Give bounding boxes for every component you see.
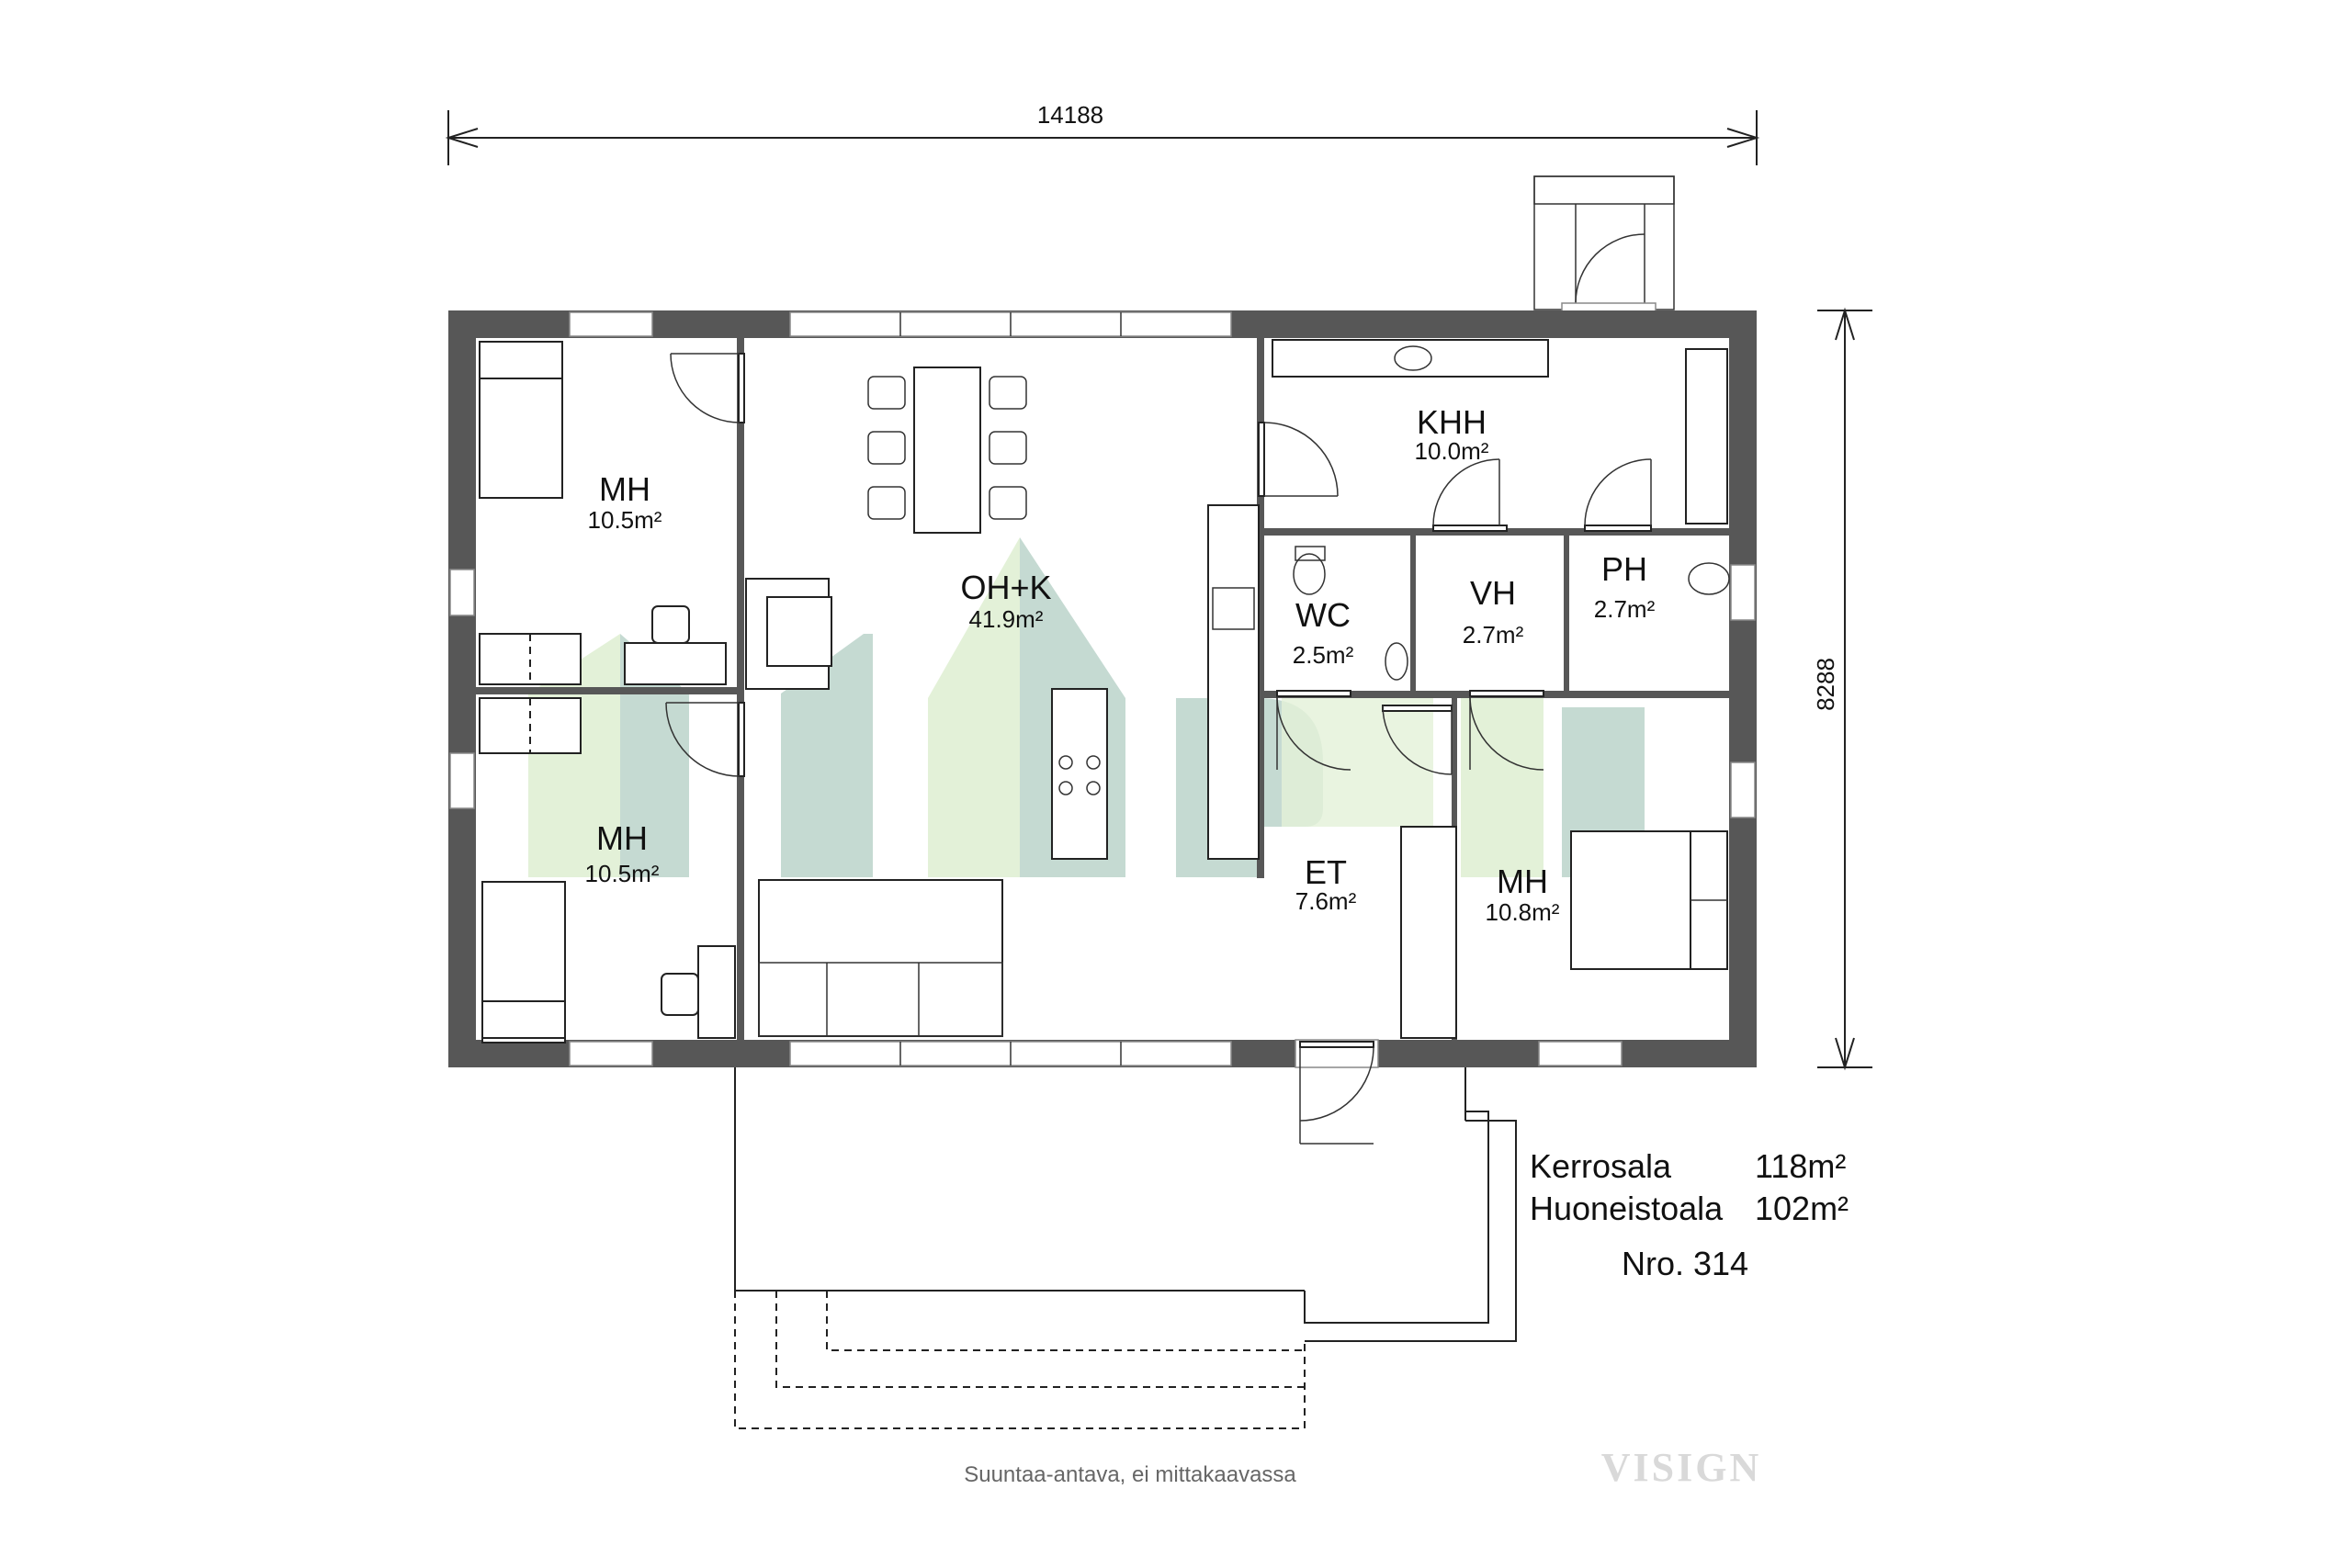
room-labels: MH 10.5m² MH 10.5m² OH+K 41.9m² KHH 10.0… [585, 403, 1656, 926]
room-mh-2-name: MH [596, 819, 648, 857]
room-vh-area: 2.7m² [1463, 621, 1524, 649]
room-ph-name: PH [1601, 550, 1647, 588]
width-dimension: 14188 [445, 101, 1760, 165]
huoneistoala-value: 102m² [1755, 1190, 1849, 1227]
room-ph-area: 2.7m² [1594, 595, 1656, 623]
terrace [734, 1067, 1517, 1429]
kerrosala-value: 118m² [1755, 1147, 1846, 1185]
room-mh-3-name: MH [1497, 863, 1548, 900]
room-et-area: 7.6m² [1295, 887, 1357, 915]
width-dimension-label: 14188 [1037, 101, 1103, 129]
room-ohk-area: 41.9m² [969, 605, 1044, 633]
height-dimension: 8288 [1812, 307, 1872, 1071]
huoneistoala-label: Huoneistoala [1530, 1190, 1724, 1227]
room-khh-name: KHH [1417, 403, 1487, 441]
area-info: Kerrosala 118m² Huoneistoala 102m² Nro. … [1530, 1147, 1849, 1282]
rear-entrance [1533, 175, 1675, 332]
kerrosala-label: Kerrosala [1530, 1147, 1672, 1185]
doors [665, 353, 1652, 1145]
room-wc-name: WC [1295, 596, 1351, 634]
furniture [479, 339, 1730, 1043]
disclaimer-note: Suuntaa-antava, ei mittakaavassa [964, 1462, 1296, 1487]
room-ohk-name: OH+K [960, 569, 1051, 606]
room-vh-name: VH [1470, 574, 1516, 612]
room-mh-2-area: 10.5m² [585, 860, 660, 887]
room-mh-1-area: 10.5m² [588, 506, 662, 534]
room-mh-3-area: 10.8m² [1486, 898, 1560, 926]
room-wc-area: 2.5m² [1293, 641, 1354, 669]
room-khh-area: 10.0m² [1415, 437, 1489, 465]
brand-watermark: VISIGN [1601, 1445, 1762, 1490]
windows [449, 311, 1756, 1068]
room-et-name: ET [1305, 853, 1347, 891]
plan-number: Nro. 314 [1622, 1245, 1748, 1282]
height-dimension-label: 8288 [1812, 658, 1839, 711]
room-mh-1-name: MH [599, 470, 650, 508]
